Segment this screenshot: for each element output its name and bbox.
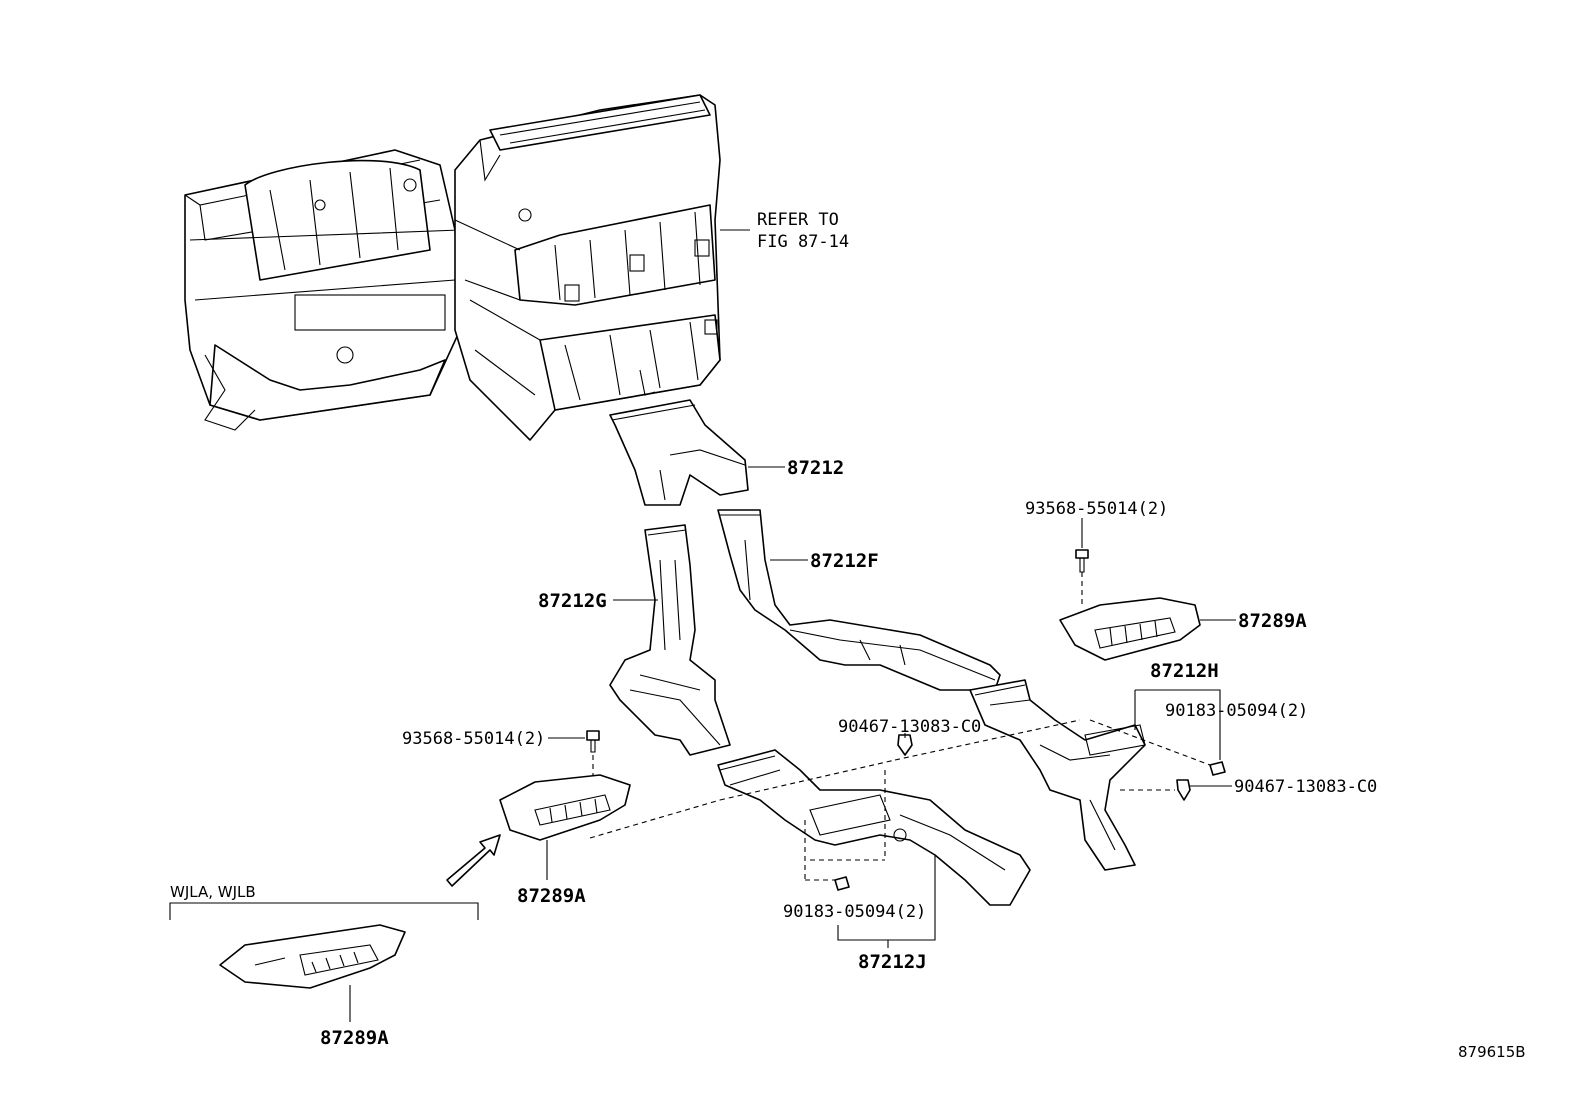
hvac-unit-drawing <box>184 94 721 441</box>
label-nut-center: 90183-05094(2) <box>783 902 926 922</box>
label-register-right: 87289A <box>1238 610 1307 632</box>
refer-note-line1: REFER TO <box>757 210 839 230</box>
clip-right-icon <box>1176 779 1191 801</box>
duct-87212F-drawing <box>717 509 1001 691</box>
nut-right-guide <box>1089 719 1211 766</box>
duct-87212G-drawing <box>609 524 731 756</box>
bracket-87212H <box>1135 689 1221 760</box>
register-right-drawing <box>1059 597 1201 661</box>
label-register-variant: 87289A <box>320 1027 389 1049</box>
duct-87212H-drawing <box>969 679 1146 871</box>
refer-note-line2: FIG 87-14 <box>757 232 849 252</box>
variant-bracket <box>169 902 479 920</box>
figure-code: 879615B <box>1458 1043 1526 1061</box>
duct-87212J-drawing <box>717 749 1031 906</box>
label-87212: 87212 <box>787 457 844 479</box>
nut-center-icon <box>834 876 850 891</box>
duct-87212-drawing <box>609 399 749 506</box>
register-left-guide2 <box>719 759 896 801</box>
register-left-guide <box>589 799 721 839</box>
label-87212F: 87212F <box>810 550 879 572</box>
view-arrow-icon <box>446 834 501 887</box>
bracket-87212J <box>837 855 936 941</box>
label-87212H: 87212H <box>1150 660 1219 682</box>
variant-label: WJLA, WJLB <box>170 883 256 901</box>
label-nut-right: 90183-05094(2) <box>1165 701 1308 721</box>
screw-left-icon <box>586 730 600 753</box>
label-clip-center: 90467-13083-C0 <box>838 717 981 737</box>
register-variant-drawing <box>219 924 406 989</box>
label-87212J: 87212J <box>858 951 927 973</box>
clip-center-icon <box>897 734 913 756</box>
label-screw-left: 93568-55014(2) <box>402 729 545 749</box>
nut-right-icon <box>1209 761 1226 776</box>
register-right-guide2 <box>894 719 1081 761</box>
label-register-left: 87289A <box>517 885 586 907</box>
label-screw-right: 93568-55014(2) <box>1025 499 1168 519</box>
screw-right-icon <box>1075 549 1089 573</box>
register-left-drawing <box>499 774 631 841</box>
label-clip-right: 90467-13083-C0 <box>1234 777 1377 797</box>
label-87212G: 87212G <box>538 590 607 612</box>
